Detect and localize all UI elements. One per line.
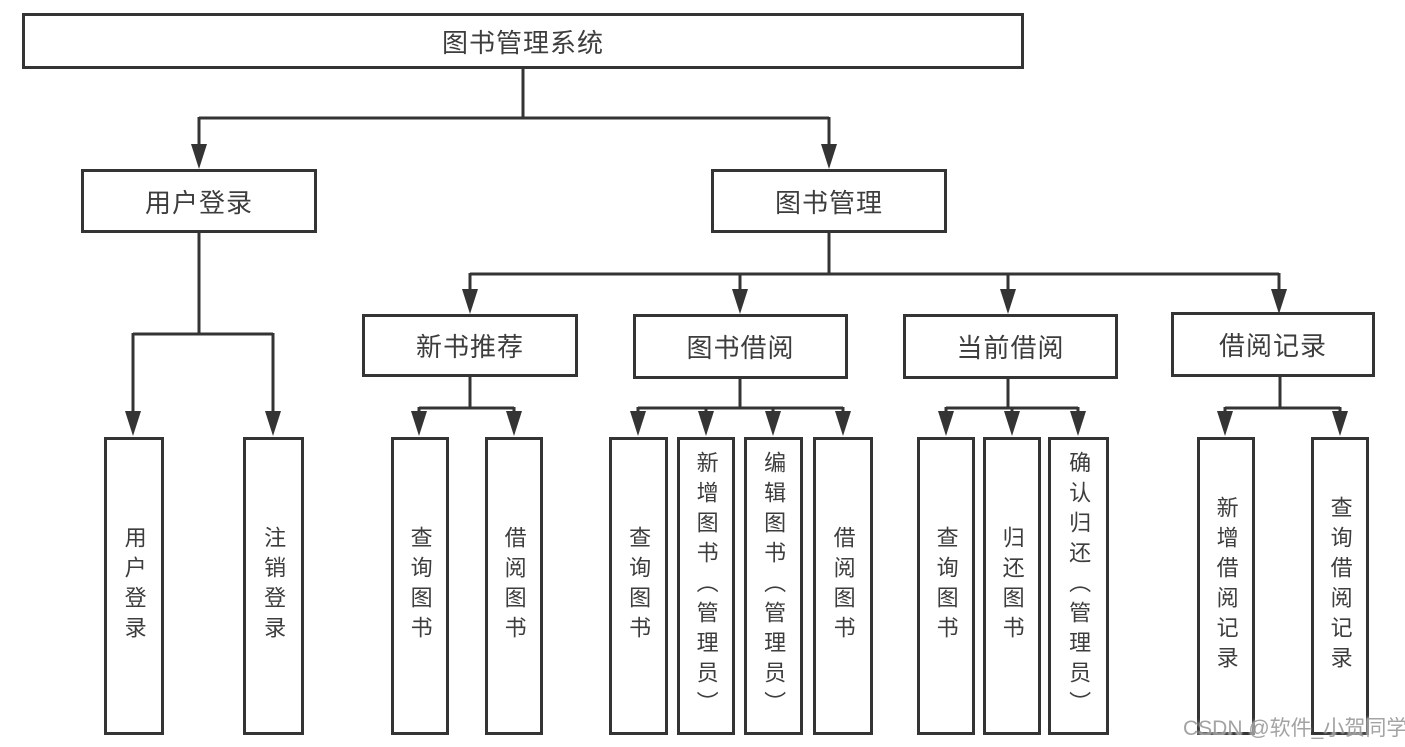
leaf-borrow-books-borrowing: 借阅图书 xyxy=(813,437,873,735)
node-label: 图书管理系统 xyxy=(441,27,604,58)
leaf-label: 借阅图书 xyxy=(501,526,527,646)
leaf-logout-login: 注销登录 xyxy=(243,437,304,735)
arrowhead xyxy=(1217,411,1233,436)
arrowhead xyxy=(732,289,748,314)
leaf-label: 查询图书 xyxy=(933,526,959,646)
leaf-edit-book-admin: 编辑图书（管理员） xyxy=(744,437,803,735)
leaf-query-books-recommend: 查询图书 xyxy=(391,437,449,735)
leaf-add-borrow-record: 新增借阅记录 xyxy=(1197,437,1255,735)
connector-new-book-to-leaves xyxy=(417,377,516,414)
arrowhead xyxy=(1271,289,1287,314)
arrowhead xyxy=(462,289,478,314)
leaf-label: 查询图书 xyxy=(626,526,652,646)
leaf-confirm-return-admin: 确认归还（管理员） xyxy=(1048,437,1109,735)
connector-root-to-level2 xyxy=(197,69,831,147)
arrowhead xyxy=(765,411,781,436)
arrowhead xyxy=(1000,289,1016,314)
leaf-user-login: 用户登录 xyxy=(104,437,164,735)
leaf-label: 新增图书（管理员） xyxy=(693,451,719,721)
arrowhead xyxy=(1004,411,1020,436)
leaf-label: 借阅图书 xyxy=(830,526,856,646)
node-label: 新书推荐 xyxy=(415,332,524,362)
arrowhead xyxy=(1332,411,1348,436)
connector-borrow-records-to-leaves xyxy=(1223,377,1342,414)
node-borrowing-records: 借阅记录 xyxy=(1171,312,1375,377)
leaf-label: 注销登录 xyxy=(261,526,287,646)
leaf-label: 编辑图书（管理员） xyxy=(761,451,787,721)
leaf-label: 归还图书 xyxy=(999,526,1025,646)
leaf-query-borrow-record: 查询借阅记录 xyxy=(1311,437,1369,735)
arrowhead xyxy=(938,411,954,436)
leaf-label: 查询借阅记录 xyxy=(1327,496,1353,676)
connector-user-login-to-leaves xyxy=(131,233,275,414)
node-label: 图书借阅 xyxy=(686,333,795,363)
arrowhead xyxy=(125,411,141,436)
leaf-label: 确认归还（管理员） xyxy=(1066,451,1092,721)
arrowhead xyxy=(835,411,851,436)
node-label: 图书管理 xyxy=(774,187,883,218)
node-label: 借阅记录 xyxy=(1218,331,1327,361)
arrowhead xyxy=(630,411,646,436)
connector-book-borrow-to-leaves xyxy=(636,379,845,414)
connector-current-borrow-to-leaves xyxy=(944,379,1080,414)
node-label: 用户登录 xyxy=(144,187,253,218)
arrowhead xyxy=(1070,411,1086,436)
node-new-book-recommendation: 新书推荐 xyxy=(362,314,578,377)
arrowhead xyxy=(191,144,207,169)
leaf-return-books: 归还图书 xyxy=(983,437,1041,735)
leaf-query-books-borrowing: 查询图书 xyxy=(609,437,668,735)
arrowhead xyxy=(265,411,281,436)
node-current-borrowing: 当前借阅 xyxy=(903,314,1118,379)
csdn-watermark: CSDN @软件_小贺同学 xyxy=(1183,717,1405,740)
leaf-label: 查询图书 xyxy=(407,526,433,646)
node-user-login: 用户登录 xyxy=(81,169,317,233)
connector-book-management-to-level3 xyxy=(468,233,1281,292)
node-library-management-system: 图书管理系统 xyxy=(22,13,1024,69)
arrowhead xyxy=(506,411,522,436)
arrowhead xyxy=(821,144,837,169)
arrowhead xyxy=(411,411,427,436)
leaf-borrow-books-recommend: 借阅图书 xyxy=(485,437,543,735)
leaf-label: 新增借阅记录 xyxy=(1213,496,1239,676)
node-book-borrowing: 图书借阅 xyxy=(633,314,848,379)
leaf-label: 用户登录 xyxy=(121,526,147,646)
arrowhead xyxy=(698,411,714,436)
leaf-query-books-current: 查询图书 xyxy=(917,437,975,735)
leaf-add-book-admin: 新增图书（管理员） xyxy=(677,437,735,735)
node-book-management: 图书管理 xyxy=(711,169,947,233)
node-label: 当前借阅 xyxy=(956,333,1065,363)
